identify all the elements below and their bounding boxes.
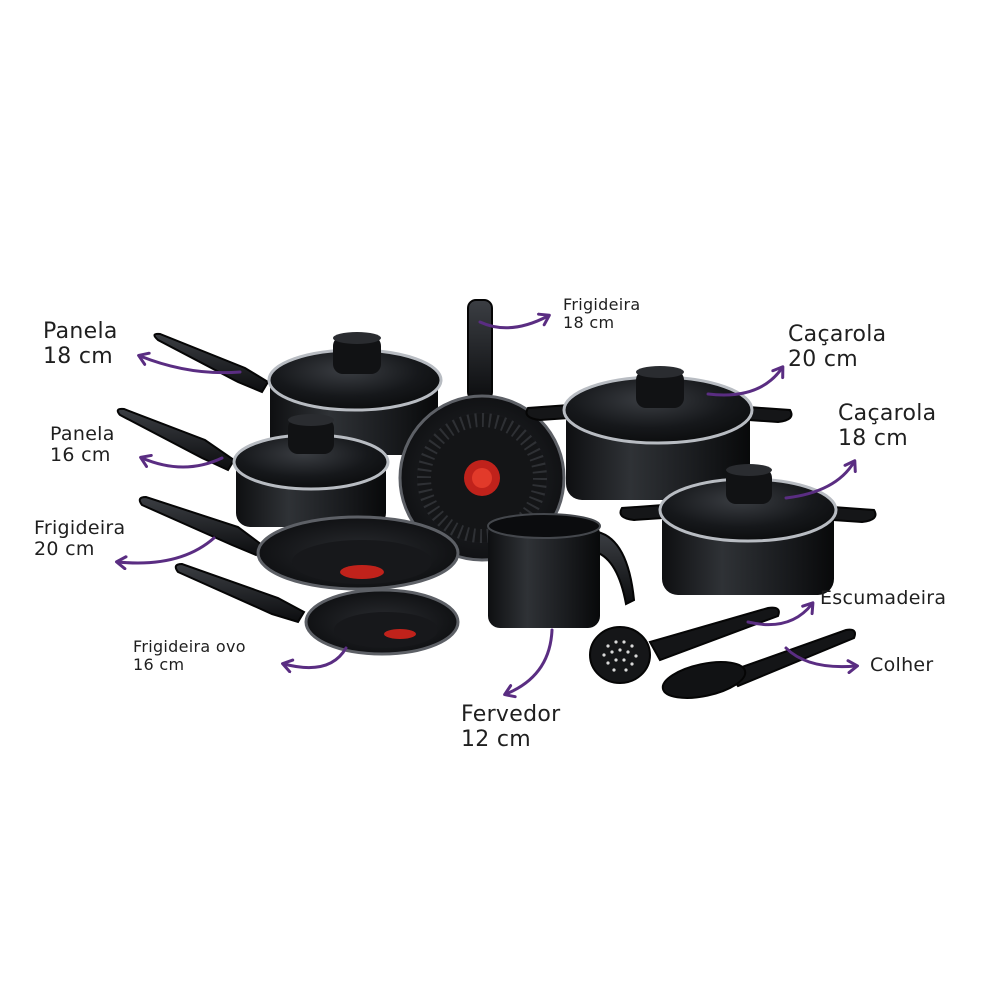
arrow-frigideira-20 xyxy=(115,536,216,571)
fervedor-12-illustration xyxy=(487,513,636,628)
label-colher: Colher xyxy=(870,654,934,676)
frigideira-ovo-16-illustration xyxy=(174,562,460,656)
arrow-frigideira-18 xyxy=(478,312,551,330)
label-escumadeira-name: Escumadeira xyxy=(820,587,947,609)
label-frigideira-ovo-16-size: 16 cm xyxy=(133,654,185,674)
label-frigideira-20-size: 20 cm xyxy=(34,538,95,561)
label-panela-18: Panela 18 cm xyxy=(43,319,118,369)
label-cacarola-20-name: Caçarola xyxy=(788,322,887,347)
label-panela-16-size: 16 cm xyxy=(50,444,111,467)
label-panela-18-size: 18 cm xyxy=(43,343,114,369)
arrow-panela-18 xyxy=(137,351,242,375)
label-panela-18-name: Panela xyxy=(43,319,118,344)
frigideira-20-illustration xyxy=(138,495,460,591)
label-frigideira-20-name: Frigideira xyxy=(34,517,126,539)
label-frigideira-20: Frigideira 20 cm xyxy=(34,517,126,561)
label-escumadeira: Escumadeira xyxy=(820,587,947,609)
arrow-panela-16 xyxy=(139,453,224,469)
label-frigideira-ovo-16-name: Frigideira ovo xyxy=(133,637,246,656)
label-fervedor-12-name: Fervedor xyxy=(461,702,561,727)
label-fervedor-12-size: 12 cm xyxy=(461,726,532,752)
panela-16-illustration xyxy=(116,407,390,527)
colher-illustration xyxy=(661,628,856,699)
label-panela-16-name: Panela xyxy=(50,423,115,445)
arrow-cacarola-20 xyxy=(706,365,785,397)
label-cacarola-20-size: 20 cm xyxy=(788,346,859,372)
label-cacarola-18: Caçarola 18 cm xyxy=(838,401,937,451)
label-panela-16: Panela 16 cm xyxy=(50,423,115,467)
arrow-colher xyxy=(784,646,859,675)
label-cacarola-20: Caçarola 20 cm xyxy=(788,322,887,372)
label-frigideira-18-size: 18 cm xyxy=(563,312,615,332)
label-fervedor-12: Fervedor 12 cm xyxy=(461,702,561,752)
arrow-fervedor xyxy=(503,628,554,699)
label-cacarola-18-name: Caçarola xyxy=(838,401,937,426)
arrow-escumadeira xyxy=(746,601,815,627)
arrow-frigideira-ovo-16 xyxy=(281,646,348,674)
label-frigideira-ovo-16: Frigideira ovo 16 cm xyxy=(133,638,246,674)
cacarola-20-illustration xyxy=(525,366,793,500)
label-frigideira-18: Frigideira 18 cm xyxy=(563,296,641,332)
label-colher-name: Colher xyxy=(870,654,934,676)
label-frigideira-18-name: Frigideira xyxy=(563,295,641,314)
label-cacarola-18-size: 18 cm xyxy=(838,425,909,451)
arrow-cacarola-18 xyxy=(784,459,857,500)
cacarola-18-illustration xyxy=(619,464,877,595)
escumadeira-illustration xyxy=(589,606,780,684)
